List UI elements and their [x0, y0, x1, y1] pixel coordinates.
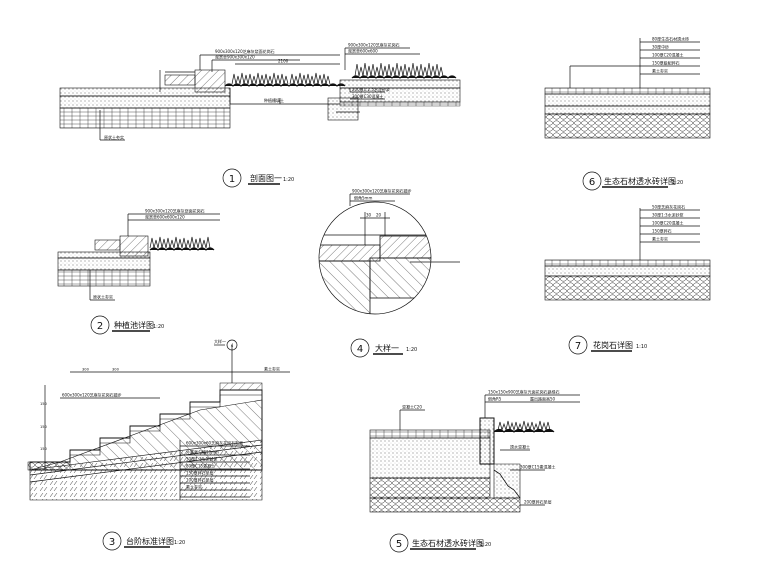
d1-callout-4: 观赏草600x600 [348, 48, 378, 54]
d4-number: 4 [357, 344, 363, 355]
d3-title: 台阶标准详图 [126, 536, 174, 546]
d4-callout-2: 20 [376, 213, 382, 218]
detail-2-section: 900x300x120芝麻灰烧面花岗石 观赏草600x600x120 原状土夯实 [57, 208, 220, 301]
d6-scale: 1:20 [672, 180, 683, 186]
d4-title: 大样一 [375, 343, 399, 353]
d3-callout-14: 素土夯实 [264, 366, 280, 372]
d6-callout-4: 150厚级配碎石 [652, 60, 680, 66]
d6-callout-2: 30厚中砂 [652, 44, 669, 50]
d6-callout-1: 80厚生态石材透水砖 [652, 36, 689, 42]
d1-number: 1 [229, 174, 235, 185]
d5-number: 5 [396, 539, 402, 550]
detail-6-label: 6 生态石材透水砖详图 1:20 [582, 171, 683, 191]
d7-callout-4: 150厚碎石 [652, 228, 672, 234]
d7-number: 7 [575, 341, 581, 352]
detail-6-section: 80厚生态石材透水砖 30厚中砂 100厚C20混凝土 150厚级配碎石 素土夯… [544, 36, 711, 139]
d1-scale: 1:20 [283, 177, 294, 183]
d5-callout-4: 混凝土C20 [402, 404, 422, 410]
d1-title: 剖面图一 [250, 173, 282, 183]
d5-title: 生态石材透水砖详图 [412, 538, 484, 548]
d7-callout-5: 素土夯实 [652, 236, 668, 242]
detail-7-section: 50厚芝麻灰花岗石 30厚1:3水泥砂浆 100厚C20混凝土 150厚碎石 素… [544, 204, 711, 301]
d7-scale: 1:10 [636, 344, 647, 350]
d4-callout-1: 30 [366, 213, 372, 218]
d2-scale: 1:20 [153, 324, 164, 330]
d1-callout-7: 200厚1:2.5水泥砂浆 [352, 86, 390, 92]
d1-callout-6: 2100 [278, 59, 289, 64]
d1-callout-8: 300厚C30混凝土 [352, 93, 384, 99]
d4-callout-4: 倒角5mm [354, 195, 372, 201]
d6-title: 生态石材透水砖详图 [604, 176, 676, 186]
d3-scale: 1:20 [174, 540, 185, 546]
d3-callout-10: 外露面勾缝10mm [186, 449, 219, 455]
d3-callout-8: 150 [40, 425, 48, 429]
d4-scale: 1:20 [406, 347, 417, 353]
detail-2-label: 2 种植池详图 1:20 [90, 315, 164, 335]
d5-callout-5: 透水混凝土 [510, 444, 530, 450]
d7-title: 花岗石详图 [593, 340, 633, 350]
d2-callout-2: 观赏草600x600x120 [145, 214, 185, 220]
d5-scale: 1:20 [480, 542, 491, 548]
d5-callout-7: 200厚碎石垫层 [524, 499, 552, 505]
d3-callout-1: 大样一 [214, 338, 226, 344]
d2-number: 2 [97, 321, 103, 332]
d3-callout-13: 150厚碎石垫层 [186, 470, 214, 476]
d5-callout-3: 露出路面高50 [530, 396, 556, 402]
detail-3-section: 300 300 150 150 150 4 大样一 素土夯实 600x300x1… [27, 338, 290, 501]
d3-callout-7: 150 [40, 402, 48, 406]
d3-callout-4: 600x300x60芝麻灰花岗石贴面 [186, 440, 243, 446]
d1-callout-3: 900x300x120芝麻灰花岗石 [348, 42, 400, 48]
d3-callout-11: 30厚1:3水泥砂浆 [186, 456, 218, 462]
d2-title: 种植池详图 [114, 320, 154, 330]
d5-callout-6: 300厚C15素混凝土 [520, 464, 556, 470]
d3-callout-9: 150 [40, 447, 48, 451]
d1-callout-5: 种植槽填土 [264, 97, 284, 103]
d4-callout-3: 900x300x120芝麻灰花岗石踏步 [352, 188, 412, 194]
detail-5-section: 150x150x900芝麻灰光面花岗石路缘石 倒角R5 露出路面高50 混凝土C… [369, 389, 580, 513]
d2-callout-3: 原状土夯实 [93, 294, 113, 300]
detail-1-label: 1 剖面图一 1:20 [222, 168, 294, 188]
d3-callout-12: 80厚C15混凝土 [186, 463, 215, 469]
detail-5-label: 5 生态石材透水砖详图 1:20 [389, 533, 491, 553]
d3-callout-3: 600x300x120芝麻灰花岗石踏步 [62, 392, 122, 398]
d3-callout-5: 300 [82, 368, 90, 372]
d5-callout-1: 150x150x900芝麻灰光面花岗石路缘石 [488, 389, 560, 395]
d6-callout-3: 100厚C20混凝土 [652, 52, 684, 58]
d6-number: 6 [589, 177, 595, 188]
d1-callout-2: 观赏草900x300x120 [215, 54, 255, 60]
detail-7-label: 7 花岗石详图 1:10 [568, 335, 647, 355]
d3-callout-16: 素土夯实 [186, 484, 202, 490]
d7-callout-1: 50厚芝麻灰花岗石 [652, 204, 685, 210]
detail-4-label: 4 大样一 1:20 [350, 338, 417, 358]
d1-callout-1: 900x300x120芝麻灰烧面花岗石 [215, 48, 275, 54]
d3-callout-15: 100厚碎石垫层 [186, 477, 214, 483]
detail-4-section: 30 20 900x300x120芝麻灰花岗石踏步 倒角5mm [318, 188, 460, 315]
d7-callout-2: 30厚1:3水泥砂浆 [652, 212, 684, 218]
d1-callout-9: 原状土夯实 [104, 134, 124, 140]
detail-1-section: 900x300x120芝麻灰烧面花岗石 观赏草900x300x120 900x3… [59, 42, 461, 141]
d3-number: 3 [109, 537, 115, 548]
d2-callout-1: 900x300x120芝麻灰烧面花岗石 [145, 208, 205, 214]
d7-callout-3: 100厚C20混凝土 [652, 220, 684, 226]
detail-3-label: 3 台阶标准详图 1:20 [102, 531, 185, 551]
d3-callout-6: 300 [112, 368, 120, 372]
d6-callout-5: 素土夯实 [652, 68, 668, 74]
d5-callout-2: 倒角R5 [488, 396, 502, 402]
d3-ref-number: 4 [231, 343, 234, 348]
